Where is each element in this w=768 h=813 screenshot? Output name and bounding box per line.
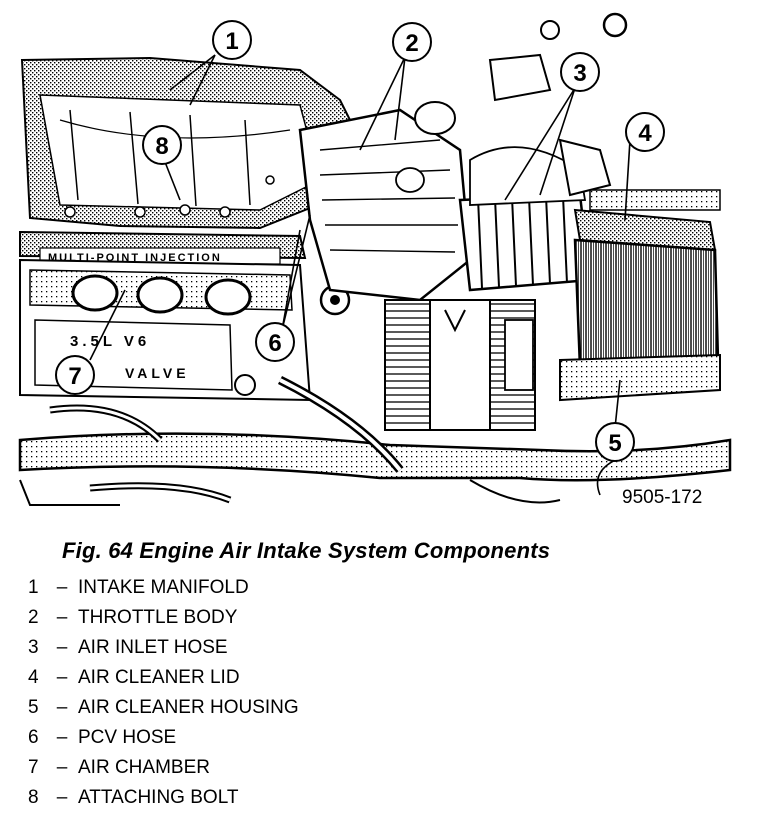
legend-item: 7–AIR CHAMBER (28, 757, 210, 778)
legend-label: AIR CHAMBER (78, 757, 210, 778)
callout-7: 7 (55, 355, 95, 395)
leader-lines (89, 54, 631, 496)
component-legend: 1–INTAKE MANIFOLD 2–THROTTLE BODY 3–AIR … (28, 573, 299, 813)
lower-components-drawing (384, 299, 536, 431)
legend-item: 4–AIR CLEANER LID (28, 667, 240, 688)
legend-label: ATTACHING BOLT (78, 787, 239, 808)
svg-text:1: 1 (225, 28, 238, 55)
legend-label: THROTTLE BODY (78, 607, 238, 628)
svg-text:5: 5 (608, 430, 621, 457)
engine-size-label: 3.5L V6 (70, 333, 150, 350)
svg-text:3: 3 (573, 60, 586, 87)
callout-8: 8 (142, 125, 182, 165)
lower-hoses-drawing (18, 375, 732, 506)
legend-label: AIR CLEANER LID (78, 667, 240, 688)
valve-label: VALVE (125, 365, 190, 381)
engine-block-drawing: 3.5L V6 VALVE (19, 258, 351, 402)
throttle-body-drawing (298, 101, 472, 302)
callout-6: 6 (255, 322, 295, 362)
legend-item: 3–AIR INLET HOSE (28, 637, 228, 658)
svg-text:2: 2 (405, 30, 418, 57)
figure-caption: Fig. 64 Engine Air Intake System Compone… (62, 538, 551, 563)
air-cleaner-housing-drawing (559, 238, 721, 402)
callout-3: 3 (560, 52, 600, 92)
svg-text:4: 4 (638, 120, 652, 147)
legend-item: 8–ATTACHING BOLT (28, 787, 239, 808)
legend-item: 2–THROTTLE BODY (28, 607, 238, 628)
svg-text:6: 6 (268, 330, 281, 357)
legend-label: PCV HOSE (78, 727, 177, 748)
callout-5: 5 (595, 422, 635, 462)
legend-label: AIR INLET HOSE (78, 637, 228, 658)
intake-manifold-drawing (20, 56, 362, 230)
svg-text:7: 7 (68, 363, 81, 390)
figure-id: 9505-172 (622, 487, 702, 508)
upper-right-parts (488, 12, 628, 197)
legend-label: INTAKE MANIFOLD (78, 577, 249, 598)
fuel-rail-cover: MULTI-POINT INJECTION (19, 230, 307, 265)
svg-text:8: 8 (155, 133, 168, 160)
callout-4: 4 (625, 112, 665, 152)
legend-item: 5–AIR CLEANER HOUSING (28, 697, 299, 718)
legend-item: 6–PCV HOSE (28, 727, 177, 748)
legend-label: AIR CLEANER HOUSING (78, 697, 299, 718)
legend-item: 1–INTAKE MANIFOLD (28, 577, 249, 598)
callout-2: 2 (392, 22, 432, 62)
engine-air-intake-diagram: MULTI-POINT INJECTION 3.5L V6 VALVE (18, 12, 732, 508)
callout-1: 1 (212, 20, 252, 60)
air-inlet-hose-drawing (458, 146, 592, 292)
